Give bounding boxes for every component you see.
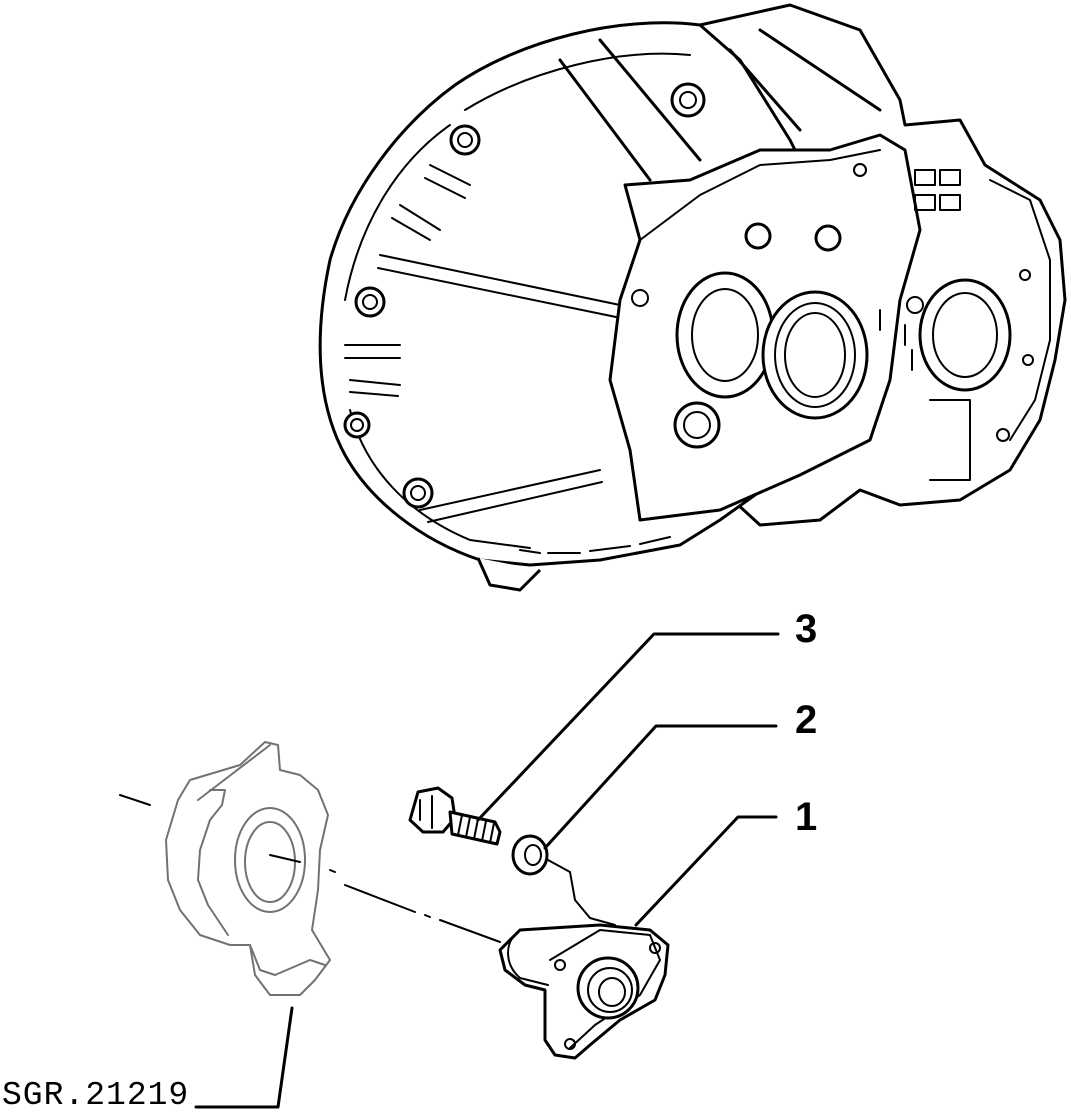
clutch-release-bearing	[165, 741, 331, 996]
callout-3: 3	[795, 607, 817, 651]
gearbox-housing	[318, 3, 1067, 592]
leader-line-2	[543, 724, 778, 850]
guide-sleeve-part-1	[498, 923, 670, 1060]
washer-part-2	[511, 834, 549, 876]
drawing-code: SGR.21219	[2, 1077, 189, 1111]
callout-1: 1	[795, 795, 817, 839]
leader-line-3	[476, 632, 780, 822]
leader-lines	[194, 632, 780, 1109]
bolt-part-3	[408, 786, 502, 846]
leader-line-1	[634, 815, 778, 927]
assembly-axis	[119, 794, 616, 943]
callout-2: 2	[795, 698, 817, 742]
leader-line-code	[194, 1006, 294, 1109]
